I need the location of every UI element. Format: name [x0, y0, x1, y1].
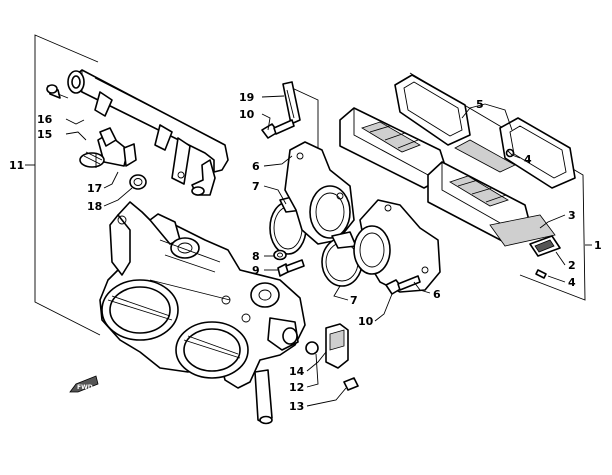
screw-4-upper — [505, 148, 515, 158]
callout-9: 9 — [252, 264, 260, 277]
forward-arrow-text: FWD — [77, 384, 93, 391]
callout-8: 8 — [252, 250, 260, 263]
callout-7-upper: 7 — [252, 180, 260, 193]
callout-14: 14 — [289, 365, 305, 378]
callout-1: 1 — [594, 239, 602, 252]
reed-petals — [454, 139, 556, 247]
callout-17: 17 — [87, 182, 102, 195]
fuel-rail — [67, 69, 229, 196]
callout-4-lower: 4 — [568, 276, 576, 289]
callout-18: 18 — [87, 200, 102, 213]
callout-19: 19 — [239, 91, 254, 104]
throttle-position-sensor — [325, 323, 349, 369]
callout-11: 11 — [9, 159, 24, 172]
callout-5: 5 — [476, 98, 484, 111]
reed-stop — [529, 235, 561, 257]
washer-8 — [273, 249, 287, 261]
callout-4-upper: 4 — [524, 153, 532, 166]
callout-16: 16 — [37, 113, 53, 126]
o-ring-12 — [305, 341, 319, 355]
bolt-10-lower — [385, 275, 421, 295]
callout-13: 13 — [289, 400, 304, 413]
callout-6-upper: 6 — [252, 160, 260, 173]
gasket-upper — [394, 74, 471, 146]
forward-arrow-icon: FWD — [69, 375, 99, 393]
bracket-strap — [282, 81, 301, 125]
assembly-bracket-11 — [25, 34, 101, 336]
clamp-lower — [321, 231, 363, 287]
callout-10-upper: 10 — [239, 108, 255, 121]
callout-15: 15 — [37, 128, 52, 141]
intake-boot-upper — [284, 141, 355, 245]
o-ring-18 — [129, 174, 147, 190]
callout-2: 2 — [568, 259, 576, 272]
bolt-16 — [46, 84, 69, 99]
callout-6-lower: 6 — [433, 288, 441, 301]
screw-4-lower — [535, 269, 547, 279]
fuel-injector — [79, 127, 137, 168]
throttle-body — [99, 201, 306, 425]
callout-12: 12 — [289, 381, 304, 394]
intake-boot-lower — [353, 199, 441, 293]
screw-13 — [343, 377, 359, 391]
bolt-10-upper — [261, 119, 295, 139]
screw-9 — [277, 259, 305, 277]
assembly-bracket-1 — [409, 72, 592, 301]
callout-10-lower: 10 — [358, 315, 374, 328]
leader-lines — [65, 95, 566, 407]
callout-7-lower: 7 — [350, 294, 358, 307]
callout-3: 3 — [568, 209, 576, 222]
assembly-bracket-6-7 — [291, 87, 319, 150]
